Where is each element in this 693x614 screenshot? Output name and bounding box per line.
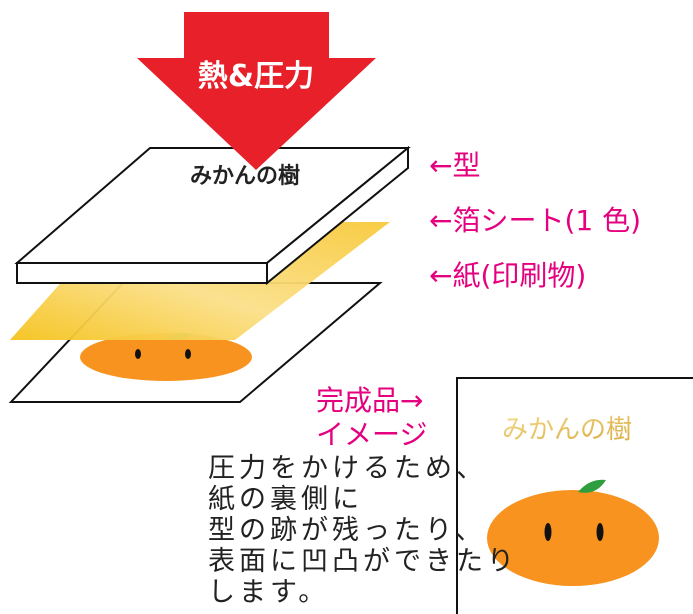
printed-orange-eye-left [135, 349, 141, 359]
result-preview: みかんの樹 [456, 377, 693, 614]
result-label-line1: 完成品→ [316, 384, 424, 417]
result-orange-eye-left [544, 523, 552, 541]
result-orange [487, 490, 659, 586]
printed-orange-eye-right [185, 349, 191, 359]
result-orange-eye-right [596, 523, 604, 541]
result-label-line2: イメージ [316, 418, 428, 451]
explanation-note: 圧力をかけるため、 紙の裏側に 型の跡が残ったり、 表面に凹凸ができたり します… [208, 453, 518, 608]
die-text: みかんの樹 [190, 163, 300, 189]
heat-pressure-arrow: 熱&圧力 [137, 12, 376, 170]
paper-label: ←紙(印刷物) [429, 259, 587, 292]
foil-label: ←箔シート(1 色) [429, 204, 642, 237]
die-block: みかんの樹 [14, 145, 411, 286]
note-line: 紙の裏側に [208, 484, 363, 515]
note-line: 表面に凹凸ができたり [208, 546, 518, 577]
result-text: みかんの樹 [502, 415, 632, 445]
note-line: します。 [208, 577, 330, 608]
note-line: 圧力をかけるため、 [208, 453, 487, 484]
note-line: 型の跡が残ったり、 [208, 515, 486, 546]
result-orange-leaf [578, 479, 606, 493]
printed-orange [80, 333, 252, 381]
die-label: ←型 [429, 149, 481, 182]
arrow-label: 熱&圧力 [198, 59, 314, 94]
